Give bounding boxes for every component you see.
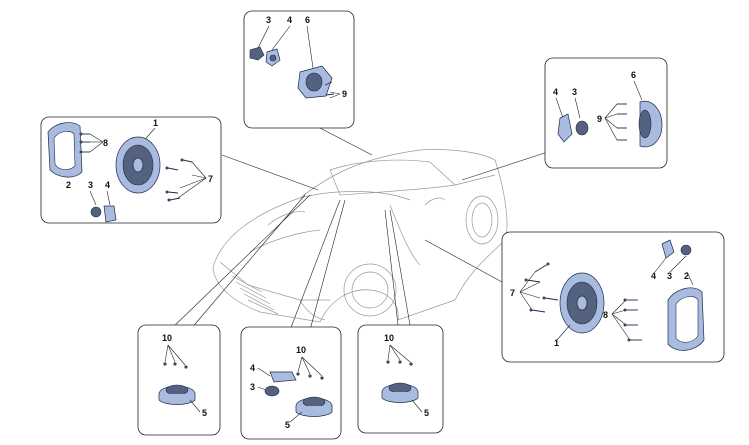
speaker-ring-part-2 (667, 287, 705, 351)
label-7: 7 (208, 174, 213, 184)
label-9: 9 (342, 89, 347, 99)
label-10a: 10 (162, 333, 172, 343)
label-7b: 7 (510, 288, 515, 298)
label-4c: 4 (553, 87, 558, 97)
label-4d: 4 (651, 271, 656, 281)
tweeter-housing-part (249, 46, 281, 67)
panel-right-lower: 4 3 2 7 8 1 (501, 231, 725, 363)
label-4: 4 (287, 15, 292, 25)
label-1b: 1 (554, 338, 559, 348)
panel-bottom-mid: 10 4 3 5 (240, 326, 342, 440)
panel-top: 3 4 6 9 (243, 10, 355, 129)
label-8b: 8 (603, 310, 608, 320)
speaker-6-part (297, 65, 335, 99)
panel-right-upper: 4 3 9 6 (544, 57, 668, 169)
label-6: 6 (305, 15, 310, 25)
tweeter-5c-part (381, 382, 419, 403)
speaker-6b-part (638, 100, 663, 148)
label-3b: 3 (88, 180, 93, 190)
woofer-part-2 (559, 272, 605, 334)
label-10c: 10 (384, 333, 394, 343)
car-outline (212, 149, 508, 323)
label-3d: 3 (667, 271, 672, 281)
label-2: 2 (66, 180, 71, 190)
label-1: 1 (153, 118, 158, 128)
woofer-part (115, 136, 161, 194)
label-4b: 4 (105, 180, 110, 190)
speaker-ring-part (47, 122, 83, 178)
label-6b: 6 (631, 70, 636, 80)
panel-bottom-left: 10 5 (137, 324, 221, 436)
label-2b: 2 (684, 271, 689, 281)
label-3: 3 (266, 15, 271, 25)
panel-bottom-right: 10 5 (357, 324, 444, 434)
tweeter-5-part (158, 384, 196, 405)
panel-left: 1 8 2 3 4 7 (40, 116, 222, 224)
label-9b: 9 (597, 114, 602, 124)
label-5b: 5 (285, 420, 290, 430)
label-10b: 10 (296, 345, 306, 355)
label-5c: 5 (424, 408, 429, 418)
label-3c: 3 (572, 87, 577, 97)
tweeter-5b-part (295, 396, 333, 417)
leader-lines (169, 127, 561, 331)
label-3e: 3 (250, 382, 255, 392)
label-8: 8 (103, 138, 108, 148)
label-4e: 4 (250, 363, 255, 373)
label-5a: 5 (202, 408, 207, 418)
